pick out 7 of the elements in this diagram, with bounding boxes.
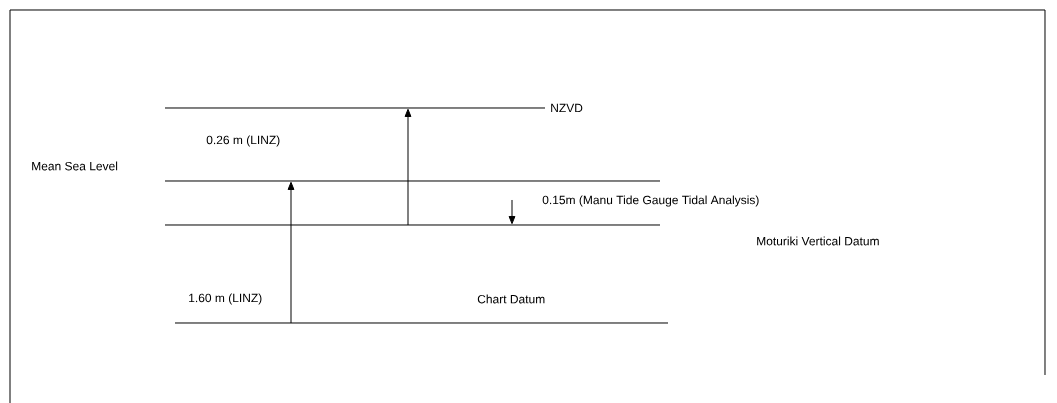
dimension-label: 0.15m (Manu Tide Gauge Tidal Analysis): [542, 195, 759, 207]
datum-label: NZVD: [551, 103, 583, 113]
datum-label: Chart Datum: [477, 294, 545, 304]
dimension-label: 0.26 m (LINZ): [206, 135, 280, 147]
datum-label: Mean Sea Level: [32, 161, 118, 171]
dimension-label: 1.60 m (LINZ): [189, 293, 262, 305]
datum-label: Moturiki Vertical Datum: [757, 236, 879, 246]
